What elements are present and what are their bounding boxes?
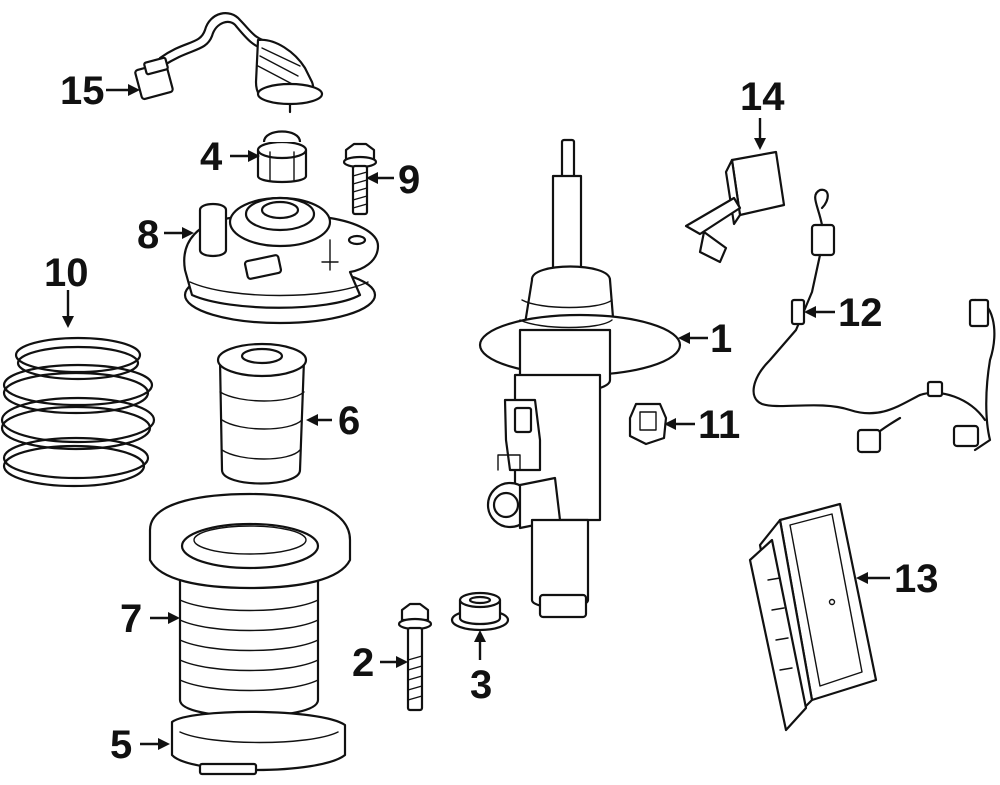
part-11-clip [628, 402, 668, 446]
callout-6: 6 [338, 399, 360, 443]
callout-11: 11 [698, 403, 740, 447]
part-13-control-module [748, 502, 878, 732]
part-12-sensor-cable [752, 188, 996, 454]
callout-15: 15 [60, 69, 105, 113]
part-4-nut [256, 130, 308, 184]
callout-12: 12 [838, 291, 883, 335]
callout-4: 4 [200, 135, 223, 179]
callout-14: 14 [740, 75, 785, 119]
part-3-flange-nut [450, 591, 510, 632]
part-10-coil-spring [0, 336, 156, 488]
leader-arrows [62, 84, 890, 750]
callout-8: 8 [137, 213, 159, 257]
part-14-module-bracket [684, 150, 786, 264]
part-5-lower-spring-pad [170, 710, 347, 776]
callout-10: 10 [44, 251, 89, 295]
callout-1: 1 [710, 317, 732, 361]
callout-5: 5 [110, 723, 132, 767]
part-6-bump-stop [216, 342, 308, 485]
part-2-bolt [397, 602, 433, 712]
part-15-sensor [134, 12, 324, 114]
callout-13: 13 [894, 557, 939, 601]
part-8-strut-mount [183, 196, 380, 325]
part-9-bolt [342, 142, 378, 216]
callout-9: 9 [398, 158, 420, 202]
callout-2: 2 [352, 641, 374, 685]
part-1-strut-assembly [478, 138, 682, 619]
callout-7: 7 [120, 597, 142, 641]
callout-3: 3 [470, 663, 492, 707]
part-7-dust-boot [148, 492, 352, 718]
callout-labels: 1 2 3 4 5 6 7 8 9 10 11 12 13 14 15 [44, 69, 939, 767]
